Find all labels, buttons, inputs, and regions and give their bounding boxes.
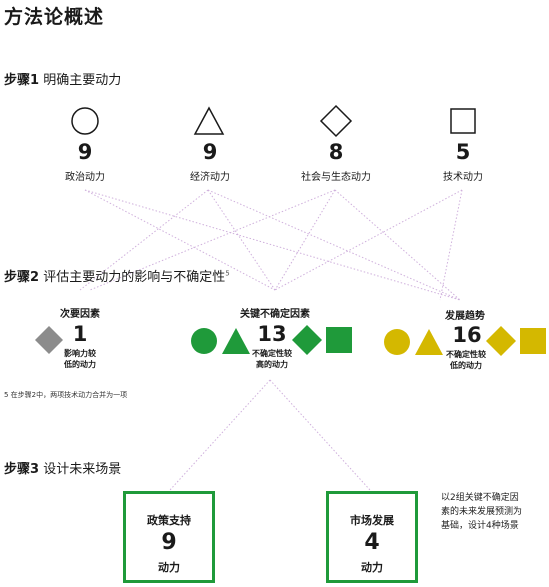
yellow-diamond-icon [486,326,516,356]
scenario-note: 以2组关键不确定因 素的未来发展预测为 基础，设计4种场景 [441,491,546,533]
green-circle-icon [191,328,217,354]
group-desc-line: 低的动力 [64,360,96,369]
triangle-outline-icon [193,106,225,135]
group-desc: 影响力较 低的动力 [52,348,108,370]
scenario-box: 市场发展 4 动力 [326,491,418,583]
note-line: 以2组关键不确定因 [441,493,519,503]
diamond-outline-icon [319,104,353,138]
group-desc-line: 影响力较 [64,349,96,358]
driver-count: 8 [328,140,344,164]
box-unit: 动力 [158,561,180,574]
group-desc: 不确定性较 低的动力 [434,349,498,371]
footnote-mark: 5 [225,269,230,278]
driver-name: 技术动力 [443,172,483,183]
driver-name: 社会与生态动力 [301,172,371,183]
green-shapes-right [292,325,352,355]
step3-label: 步骤3 [4,462,40,477]
box-count: 9 [161,530,177,555]
driver-name: 经济动力 [190,172,230,183]
group-desc-line: 不确定性较 [252,349,292,358]
group-desc-line: 高的动力 [256,360,288,369]
driver-count: 9 [202,140,218,164]
note-line: 基础，设计4种场景 [441,521,519,531]
driver-name: 政治动力 [65,172,105,183]
driver-tech [449,107,477,139]
box-title: 市场发展 [350,514,394,527]
box-unit: 动力 [361,561,383,574]
yellow-circle-icon [384,329,410,355]
yellow-shapes-left [384,329,443,355]
step2-label: 步骤2 [4,270,40,285]
yellow-square-icon [520,328,546,354]
group-desc: 不确定性较 高的动力 [240,348,304,370]
group-category: 次要因素 [60,309,100,320]
driver-social [319,104,353,142]
step1-label: 步骤1 [4,73,40,88]
green-diamond-icon [292,325,322,355]
square-outline-icon [450,108,476,134]
box-count: 4 [364,530,380,555]
footnote: 5 在步骤2中，两项技术动力合并为一项 [4,391,128,399]
page-title: 方法论概述 [4,6,105,28]
green-shapes-left [191,328,250,354]
driver-political [60,106,110,136]
step2-text: 评估主要动力的影响与不确定性 [43,270,226,285]
group-count: 13 [257,322,287,346]
group-desc-line: 不确定性较 [446,350,486,359]
group-count: 1 [72,322,88,346]
scenario-box: 政策支持 9 动力 [123,491,215,583]
step3-heading: 步骤3 设计未来场景 [4,458,121,477]
group-category: 发展趋势 [445,311,485,322]
driver-count: 5 [455,140,471,164]
step3-text: 设计未来场景 [43,462,122,477]
green-square-icon [326,327,352,353]
driver-count: 9 [77,140,93,164]
step1-heading: 步骤1 明确主要动力 [4,69,121,88]
grey-diamond-icon [35,326,63,354]
yellow-triangle-icon [415,329,443,355]
step2-heading: 步骤2 评估主要动力的影响与不确定性5 [4,266,230,285]
group-category: 关键不确定因素 [240,309,310,320]
yellow-shapes-right [486,326,546,356]
green-triangle-icon [222,328,250,354]
box-title: 政策支持 [147,514,191,527]
step1-text: 明确主要动力 [43,73,122,88]
group-desc-line: 低的动力 [450,361,482,370]
driver-economic [193,106,225,140]
note-line: 素的未来发展预测为 [441,507,523,517]
circle-outline-icon [71,107,99,135]
group-count: 16 [452,323,482,347]
